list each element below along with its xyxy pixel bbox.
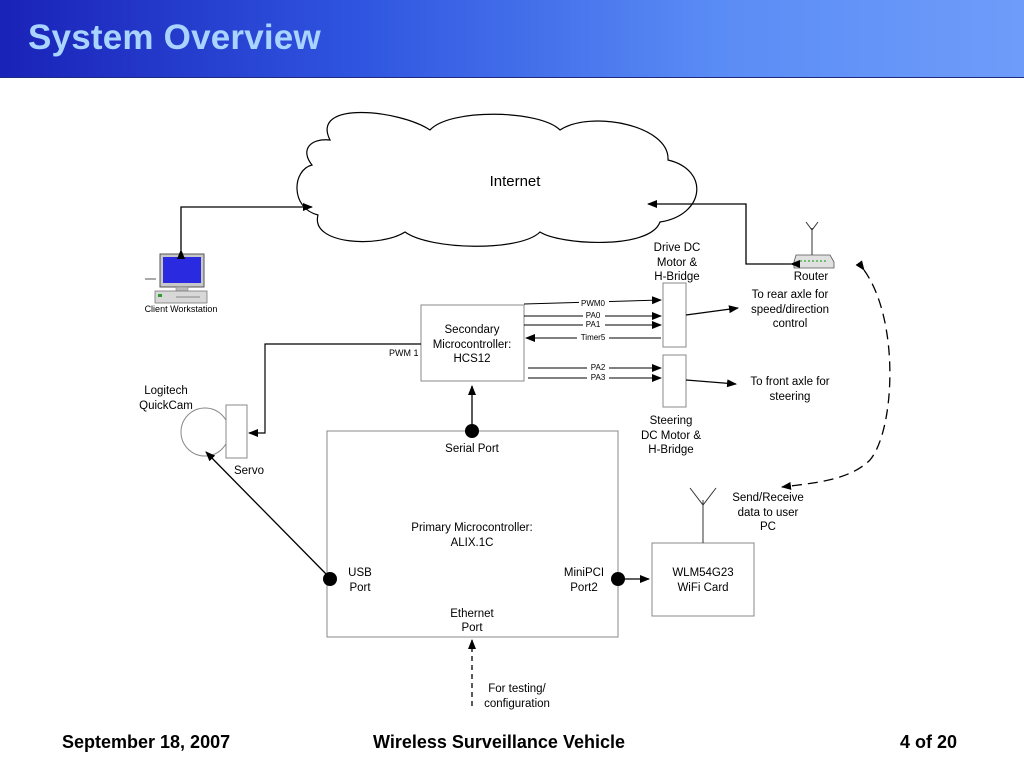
router-internet-link bbox=[647, 200, 800, 268]
signal-labels-drive: PWM0 PA0 PA1 Timer5 bbox=[577, 298, 609, 342]
secondary-mc-label-2: Microcontroller: bbox=[433, 339, 512, 351]
ethernet-label-1: Ethernet bbox=[450, 608, 494, 620]
usb-webcam-link bbox=[205, 451, 331, 579]
steering-motor-label-2: DC Motor & bbox=[641, 430, 701, 442]
page-title: System Overview bbox=[28, 18, 321, 57]
send-receive-label-1: Send/Receive bbox=[732, 492, 804, 504]
rear-axle-arrow bbox=[685, 305, 739, 316]
minipci-label-1: MiniPCI bbox=[564, 567, 604, 579]
webcam-label-2: QuickCam bbox=[139, 400, 193, 412]
footer-date: September 18, 2007 bbox=[62, 732, 231, 752]
wireless-link bbox=[781, 260, 891, 490]
minipci-label-2: Port2 bbox=[570, 582, 598, 594]
signal-labels-steer: PA2 PA3 bbox=[587, 363, 609, 382]
footer-project: Wireless Surveillance Vehicle bbox=[373, 732, 625, 752]
usb-port-dot bbox=[323, 572, 337, 586]
pwm0-label: PWM0 bbox=[581, 299, 606, 308]
webcam-label-1: Logitech bbox=[144, 385, 187, 397]
title-bar: System Overview bbox=[0, 0, 1024, 78]
pa1-label: PA1 bbox=[586, 320, 601, 329]
router-icon bbox=[793, 221, 835, 269]
timer5-label: Timer5 bbox=[581, 333, 606, 342]
usb-port-label-2: Port bbox=[349, 582, 371, 594]
wifi-card-label-1: WLM54G23 bbox=[672, 567, 733, 579]
primary-mc-label-2: ALIX.1C bbox=[451, 537, 494, 549]
rear-axle-label-2: speed/direction bbox=[751, 304, 829, 316]
router-label: Router bbox=[794, 271, 829, 283]
front-axle-arrow bbox=[685, 379, 737, 388]
internet-label: Internet bbox=[490, 173, 542, 190]
drive-motor-box bbox=[662, 282, 687, 348]
drive-motor-label-2: Motor & bbox=[657, 257, 698, 269]
wifi-antenna-icon bbox=[689, 487, 717, 543]
drive-motor-label-3: H-Bridge bbox=[654, 271, 699, 283]
webcam-icon bbox=[180, 407, 230, 457]
secondary-mc-box bbox=[420, 304, 525, 382]
send-receive-label-2: data to user bbox=[738, 507, 799, 519]
servo-label: Servo bbox=[234, 465, 264, 477]
front-axle-label-1: To front axle for bbox=[750, 376, 829, 388]
minipci-port-dot bbox=[611, 572, 625, 586]
rear-axle-label-3: control bbox=[773, 318, 808, 330]
client-workstation-icon bbox=[145, 253, 208, 304]
primary-mc-box bbox=[326, 430, 619, 638]
primary-mc-label-1: Primary Microcontroller: bbox=[411, 522, 532, 534]
serial-port-label: Serial Port bbox=[445, 443, 499, 455]
steering-motor-label-1: Steering bbox=[650, 415, 693, 427]
usb-port-label-1: USB bbox=[348, 567, 372, 579]
client-internet-link bbox=[177, 203, 313, 259]
testing-label-1: For testing/ bbox=[488, 683, 546, 695]
pa3-label: PA3 bbox=[591, 373, 606, 382]
wifi-card-label-2: WiFi Card bbox=[677, 582, 728, 594]
testing-label-2: configuration bbox=[484, 698, 550, 710]
pa2-label: PA2 bbox=[591, 363, 606, 372]
pwm1-servo-link bbox=[248, 343, 421, 437]
send-receive-label-3: PC bbox=[760, 521, 776, 533]
steering-motor-label-3: H-Bridge bbox=[648, 444, 693, 456]
serial-port-dot bbox=[465, 424, 479, 438]
rear-axle-label-1: To rear axle for bbox=[752, 289, 829, 301]
ethernet-label-2: Port bbox=[461, 622, 483, 634]
internet-cloud: Internet bbox=[296, 111, 698, 247]
secondary-mc-label-3: HCS12 bbox=[453, 353, 490, 365]
steering-motor-box bbox=[662, 354, 687, 408]
servo-box bbox=[225, 404, 248, 459]
footer-page: 4 of 20 bbox=[900, 732, 958, 752]
wifi-card-box bbox=[651, 542, 755, 617]
client-workstation-label: Client Workstation bbox=[145, 304, 218, 314]
secondary-mc-label-1: Secondary bbox=[445, 324, 500, 336]
pa0-label: PA0 bbox=[586, 311, 601, 320]
drive-motor-label-1: Drive DC bbox=[654, 242, 701, 254]
front-axle-label-2: steering bbox=[770, 391, 811, 403]
pwm1-label: PWM 1 bbox=[389, 348, 419, 358]
